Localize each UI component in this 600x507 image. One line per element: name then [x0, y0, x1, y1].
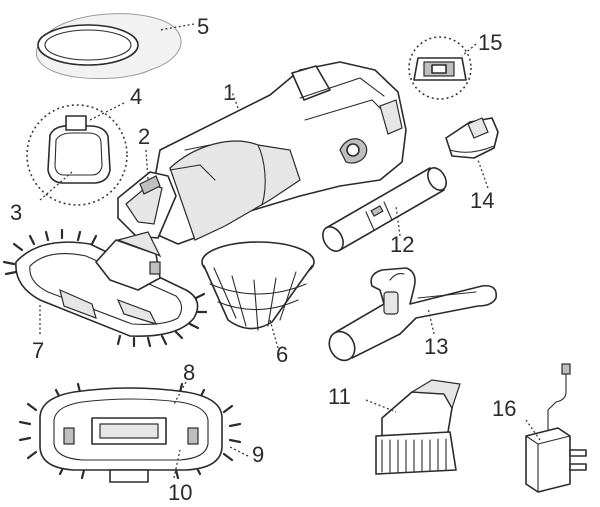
part-4-filter-clip: [65, 115, 87, 131]
label-11: 11: [328, 384, 351, 409]
part-8-nozzle-underside: [18, 382, 242, 483]
label-12: 12: [390, 232, 414, 257]
part-3-filter-frame: [26, 104, 128, 206]
label-9: 9: [252, 442, 264, 467]
part-5-seal-ring: [35, 13, 182, 79]
label-10: 10: [168, 480, 192, 505]
part-14-crevice-cap: [445, 117, 499, 159]
label-8: 8: [183, 360, 195, 385]
label-7: 7: [32, 338, 44, 363]
part-number-labels: 1 2 3 4 5 6 7 8 9 10 11 12 13 14 15 16: [10, 14, 516, 505]
label-3: 3: [10, 200, 22, 225]
label-1: 1: [223, 80, 235, 105]
label-14: 14: [470, 188, 494, 213]
label-15: 15: [478, 30, 502, 55]
part-13-bent-handle: [328, 267, 498, 362]
part-2-front-nozzle: [117, 171, 177, 239]
part-11-brush-tool: [375, 379, 461, 475]
part-6-cone-filter: [201, 241, 315, 331]
part-11-brush-bristles: [381, 438, 447, 473]
part-15-switch-detail: [408, 36, 472, 100]
part-12-extension-tube: [322, 167, 447, 252]
part-16-charger-adapter: [525, 363, 587, 493]
part-1-vacuum-body: [149, 61, 407, 245]
part-7-bristles: [2, 228, 208, 348]
label-4: 4: [130, 84, 142, 109]
label-6: 6: [276, 342, 288, 367]
label-5: 5: [197, 14, 209, 39]
label-13: 13: [424, 334, 448, 359]
part-7-floor-nozzle: [2, 228, 208, 348]
label-16: 16: [492, 396, 516, 421]
leader-lines: [39, 23, 541, 479]
label-2: 2: [138, 124, 150, 149]
